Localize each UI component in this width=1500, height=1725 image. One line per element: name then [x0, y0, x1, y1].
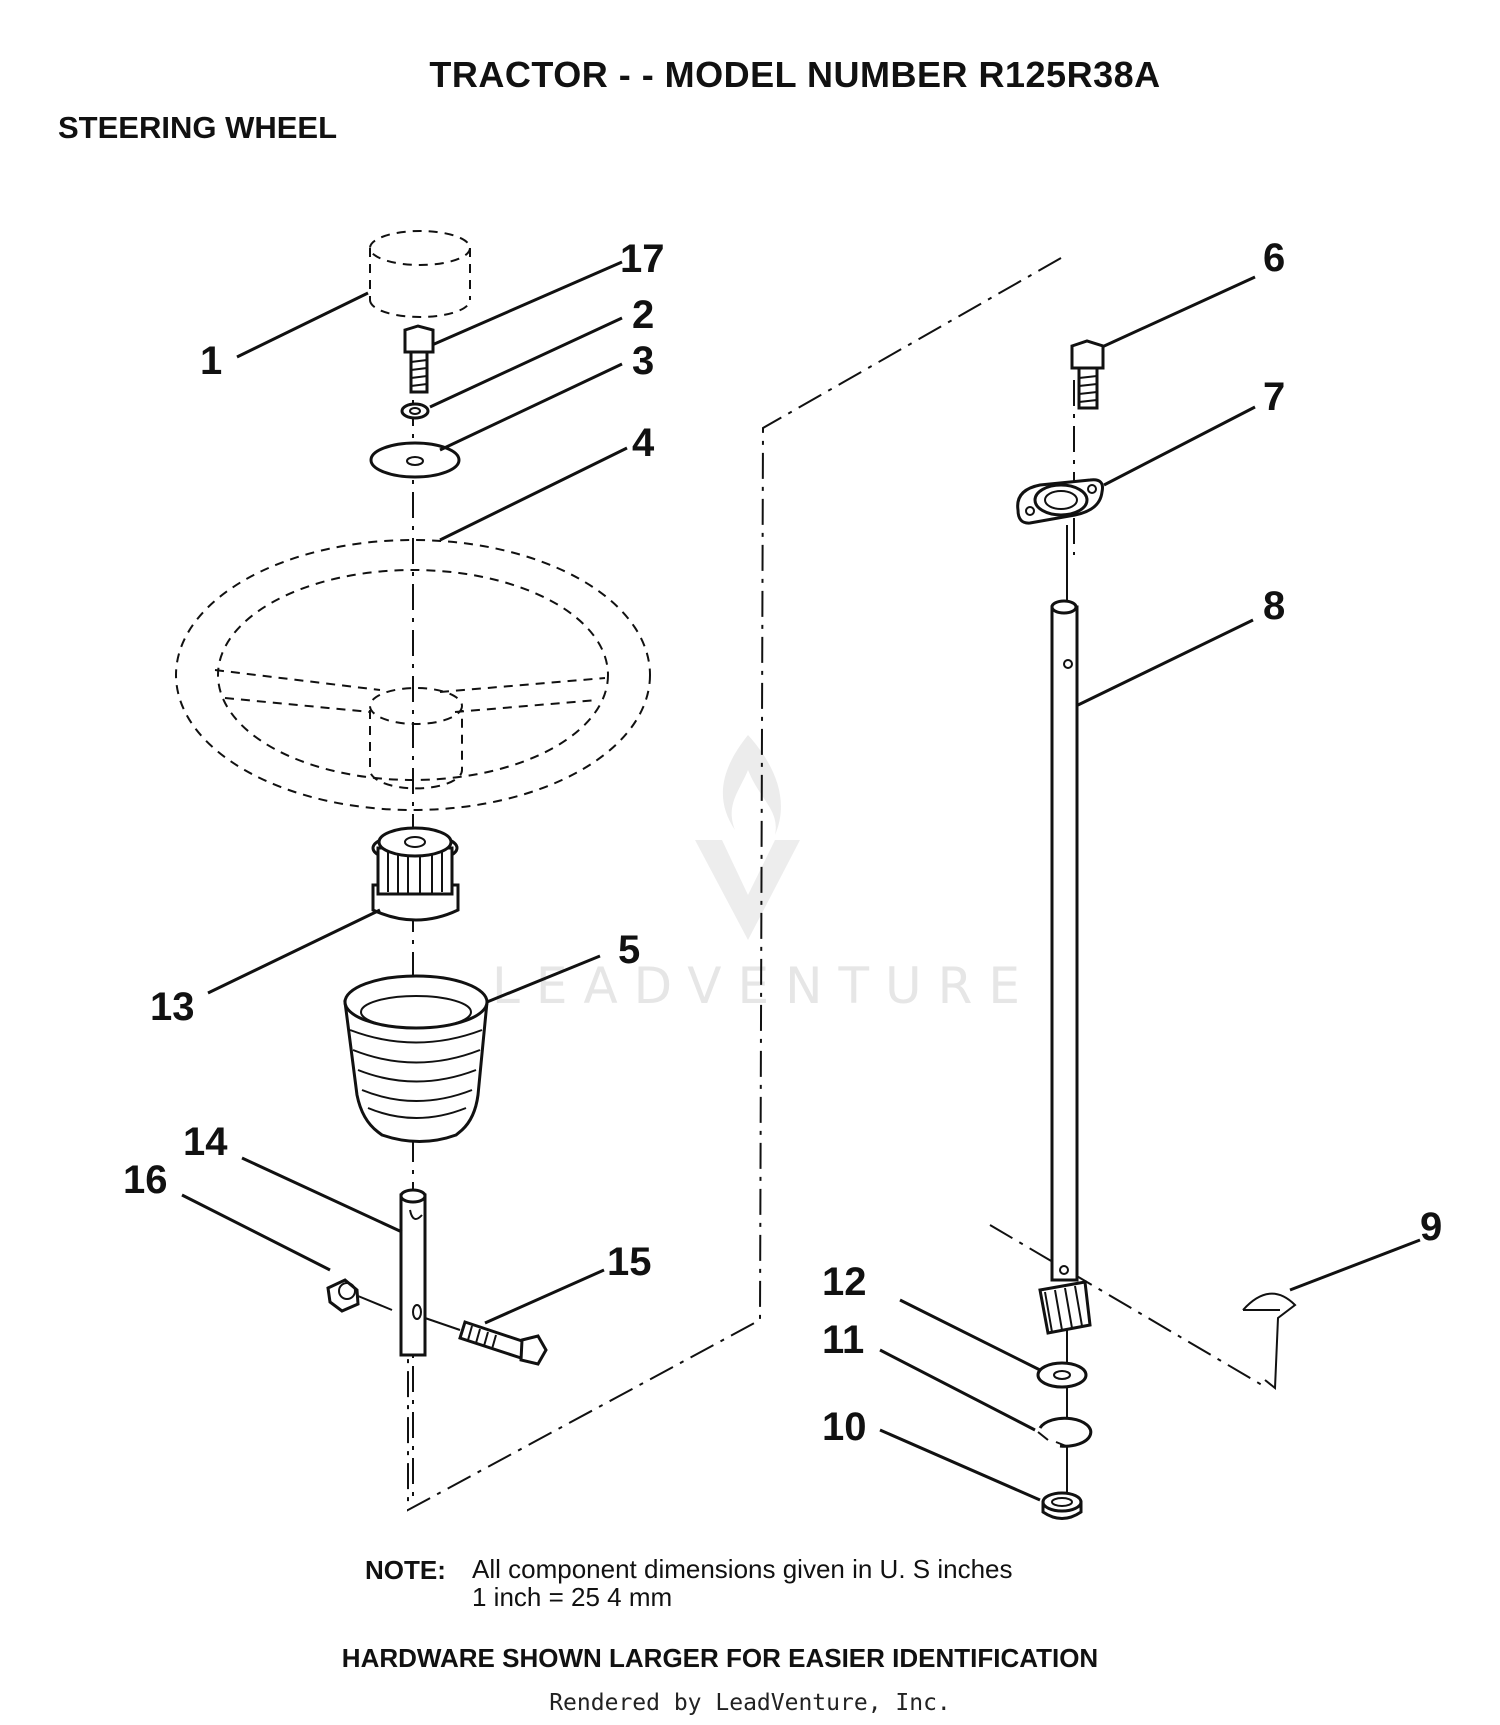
- hex-nut: [326, 1278, 393, 1313]
- callout-17: 17: [620, 237, 665, 281]
- steering-wheel-cap: [369, 230, 471, 318]
- note-line-2: 1 inch = 25 4 mm: [472, 1582, 673, 1612]
- bolt: [1070, 339, 1105, 410]
- phantom-boundary-lower: [989, 1224, 1263, 1386]
- v-logo-icon: [695, 840, 800, 940]
- lock-washer: [400, 402, 430, 420]
- flame-logo-icon: [722, 735, 781, 835]
- callout-15: 15: [607, 1240, 652, 1284]
- callout-6: 6: [1263, 236, 1285, 280]
- callout-13: 13: [150, 985, 195, 1029]
- hardware-note: HARDWARE SHOWN LARGER FOR EASIER IDENTIF…: [341, 1643, 1099, 1673]
- note-text: All component dimensions given in U. S i…: [472, 1555, 1013, 1611]
- callout-1: 1: [200, 339, 222, 383]
- callout-4: 4: [632, 421, 655, 465]
- section-title: STEERING WHEEL: [58, 110, 338, 145]
- note-line-1: All component dimensions given in U. S i…: [472, 1554, 1013, 1584]
- callout-2: 2: [632, 293, 654, 337]
- callout-7: 7: [1263, 375, 1285, 419]
- callout-11: 11: [822, 1318, 864, 1362]
- flat-washer: [369, 441, 461, 479]
- callout-12: 12: [822, 1260, 867, 1304]
- steering-shaft-extension: [399, 1188, 427, 1357]
- callout-10: 10: [822, 1405, 867, 1449]
- phantom-boundary: [407, 257, 1062, 1512]
- flange-bearing: [1016, 478, 1104, 525]
- retaining-clip: [1242, 1292, 1297, 1391]
- bolt: [403, 324, 435, 394]
- watermark-text: LEADVENTURE: [492, 957, 1036, 1015]
- note-label: NOTE:: [365, 1555, 446, 1585]
- bushing: [1041, 1491, 1083, 1520]
- diagram-title: TRACTOR - - MODEL NUMBER R125R38A: [429, 54, 1161, 95]
- leadventure-watermark: LEADVENTURE: [492, 735, 1036, 1015]
- callout-14: 14: [183, 1120, 228, 1164]
- retaining-ring: [1037, 1416, 1093, 1448]
- callout-16: 16: [123, 1158, 168, 1202]
- spline-adapter: [371, 826, 460, 922]
- steering-shaft: [1050, 599, 1079, 1282]
- flat-washer: [1036, 1361, 1088, 1389]
- leader-lines: [181, 260, 1421, 1502]
- callout-5: 5: [618, 928, 640, 972]
- steering-wheel: [175, 539, 651, 811]
- footer-credit: Rendered by LeadVenture, Inc.: [549, 1690, 951, 1716]
- steering-boot: [343, 974, 489, 1143]
- bolt: [424, 1317, 548, 1366]
- callout-8: 8: [1263, 584, 1285, 628]
- callout-9: 9: [1420, 1205, 1442, 1249]
- pinion-gear: [1038, 1280, 1092, 1335]
- callout-3: 3: [632, 339, 654, 383]
